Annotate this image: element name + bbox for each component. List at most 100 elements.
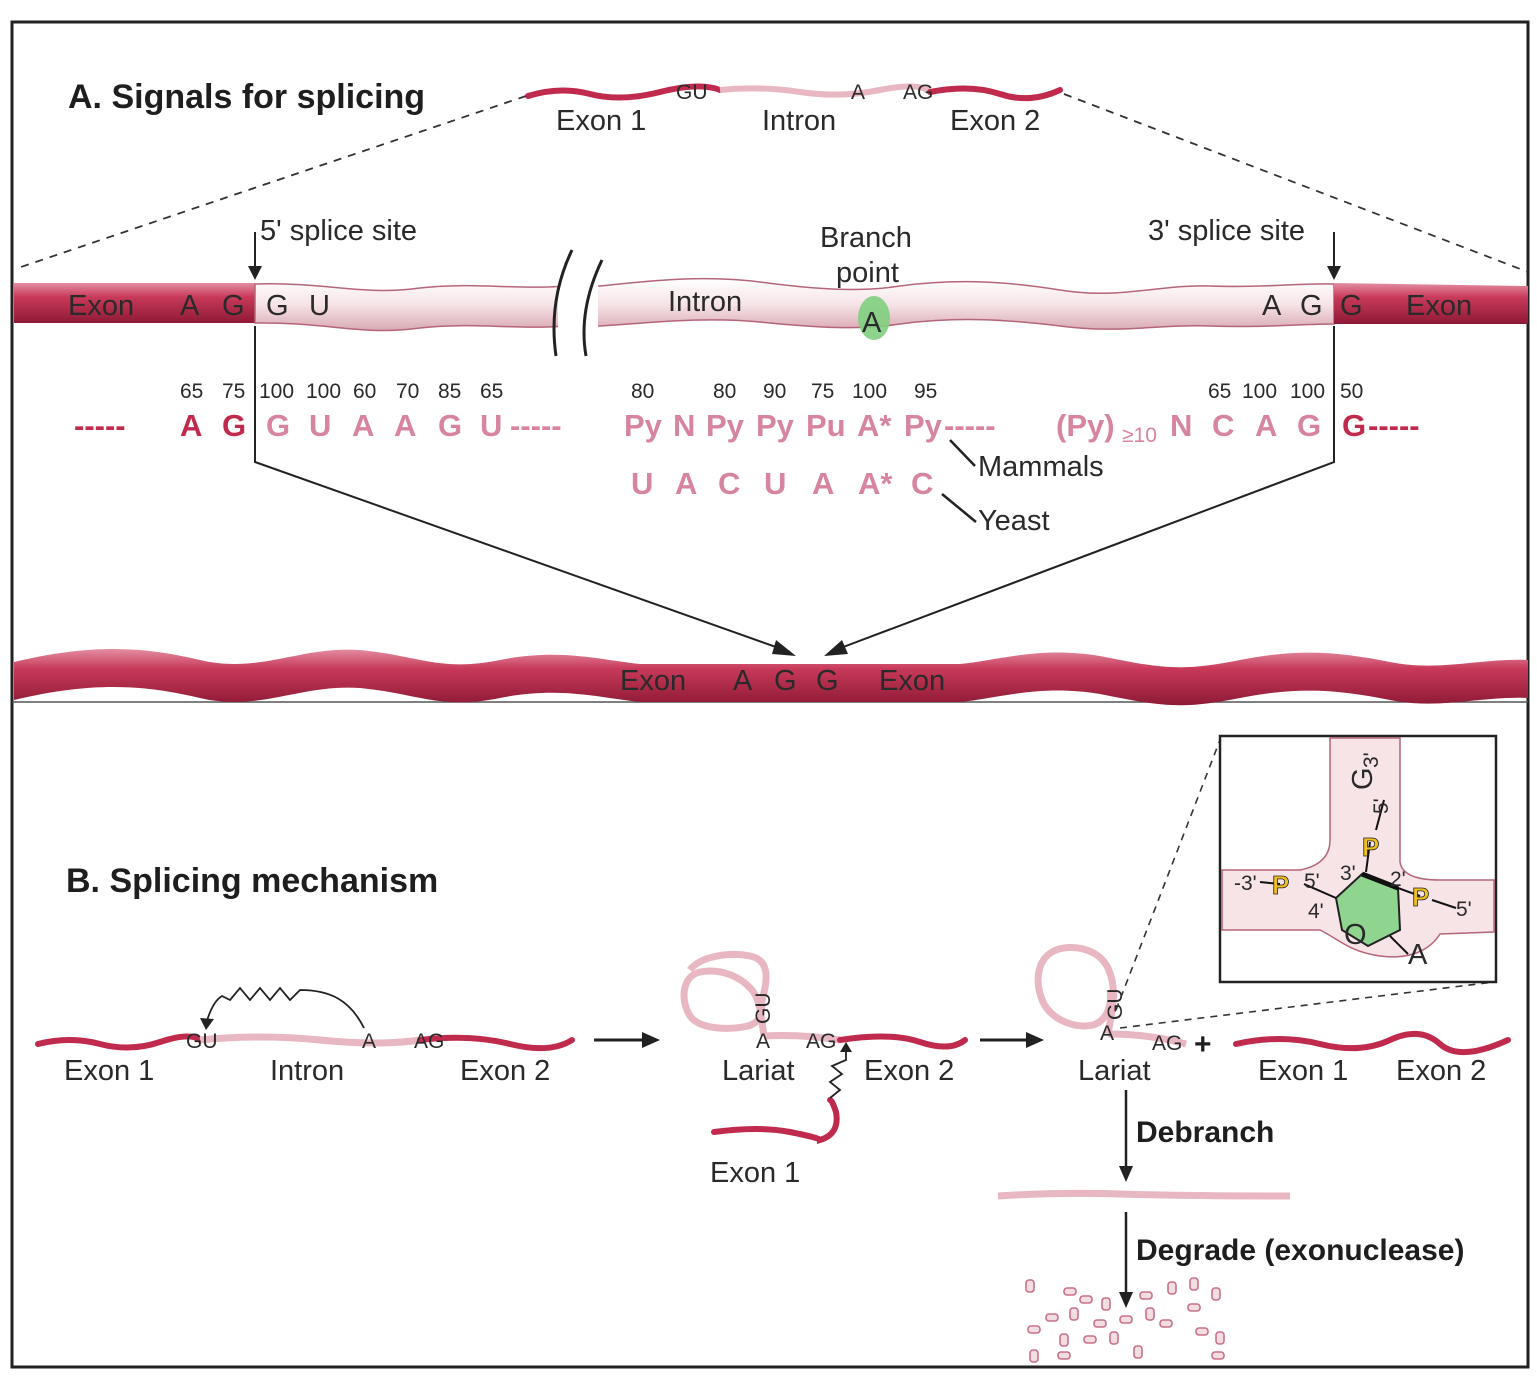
consensus-2: G — [266, 408, 290, 443]
pre-mrna-step: GU A AG Exon 1 Intron Exon 2 — [35, 986, 575, 1087]
consensus-16: ≥10 — [1122, 424, 1157, 447]
s2-exon1-label: Exon 1 — [710, 1157, 800, 1189]
attack-zigzag — [205, 986, 365, 1029]
s2-lariat-label: Lariat — [722, 1055, 795, 1087]
spliced-exon-right: Exon — [879, 665, 945, 697]
consensus-6: G — [438, 408, 462, 443]
right-junction-arrowhead — [824, 640, 848, 656]
mini-intron-label: Intron — [762, 105, 836, 137]
tube-branch-a: A — [862, 307, 882, 339]
pre-ag-label: AG — [414, 1030, 444, 1053]
yeast-3: U — [764, 466, 786, 501]
yeast-label: Yeast — [978, 505, 1050, 537]
right-junction-arrow — [829, 326, 1335, 653]
mammals-pointer — [949, 439, 976, 467]
s3-lariat-label: Lariat — [1078, 1055, 1151, 1087]
s3-ag-label: AG — [1152, 1032, 1182, 1055]
pct-5: 70 — [396, 380, 419, 403]
three-prime-site-arrowhead — [1327, 266, 1341, 280]
pct-6: 85 — [438, 380, 461, 403]
pre-gu-label: GU — [186, 1030, 218, 1053]
pct-7: 65 — [480, 380, 503, 403]
nucleotide-fragments — [1025, 1277, 1225, 1363]
inset-ring-o: O — [1344, 919, 1367, 951]
lariat-product: GU A AG Lariat + — [1034, 944, 1212, 1087]
tube-intron-label: Intron — [668, 286, 742, 318]
pre-exon2-label: Exon 2 — [460, 1055, 550, 1087]
consensus-13: A* — [857, 408, 892, 443]
tube-g2: G — [266, 290, 289, 322]
consensus-17: N — [1170, 408, 1192, 443]
inset-p-top: P — [1362, 832, 1379, 862]
tube-exon-left — [14, 283, 255, 323]
pre-intron-label: Intron — [270, 1055, 344, 1087]
inset-5-right: 5' — [1456, 898, 1472, 921]
pct-4: 60 — [353, 380, 376, 403]
yeast-6: C — [911, 466, 933, 501]
zoom-line-right — [1063, 93, 1529, 273]
s3-plus: + — [1194, 1028, 1212, 1061]
consensus-15: (Py) — [1056, 408, 1115, 443]
debranch-label: Debranch — [1136, 1116, 1274, 1149]
consensus-8: Py — [624, 408, 663, 443]
inset-5-top: 5' — [1370, 798, 1393, 814]
tube-g4: G — [1340, 290, 1363, 322]
pct-16: 100 — [1290, 380, 1325, 403]
pct-2: 100 — [259, 380, 294, 403]
tube-g1: G — [222, 290, 245, 322]
linear-intron — [997, 1189, 1291, 1200]
tube-exon-left-label: Exon — [68, 290, 134, 322]
consensus-sequence: ----- A G G U A A G U ----- Py N Py Py P… — [74, 408, 1420, 447]
s2-ag-label: AG — [806, 1030, 836, 1053]
second-attack-zigzag — [828, 1050, 847, 1099]
spliced-exon-left: Exon — [620, 665, 686, 697]
s2-gu-label: GU — [752, 993, 775, 1025]
yeast-4: A — [812, 466, 834, 501]
branch-point-highlight — [858, 296, 890, 340]
branch-point-label-1: Branch — [820, 222, 912, 254]
mini-a-label: A — [851, 81, 865, 104]
inset-p-right: P — [1412, 882, 1429, 912]
ligated-exons: Exon 1 Exon 2 — [1233, 1031, 1511, 1087]
left-junction-arrow — [254, 326, 791, 653]
s3-gu-label: GU — [1104, 989, 1127, 1021]
yeast-pointer — [941, 493, 977, 523]
consensus-12: Pu — [806, 408, 846, 443]
consensus-5: A — [394, 408, 416, 443]
pct-3: 100 — [306, 380, 341, 403]
tube-exon-right — [1334, 283, 1528, 324]
tube-g3: G — [1300, 290, 1323, 322]
consensus-18: C — [1212, 408, 1234, 443]
consensus-10: Py — [706, 408, 745, 443]
inset-g3-sub: 3' — [1360, 752, 1383, 768]
consensus-19: A — [1255, 408, 1277, 443]
inset-2prime: 2' — [1390, 868, 1406, 891]
spliced-g2: G — [816, 665, 839, 697]
consensus-0: A — [180, 408, 202, 443]
tube-break-line-right — [582, 259, 604, 357]
mini-gu-label: GU — [676, 81, 708, 104]
consensus-dash-mid: ----- — [510, 408, 562, 443]
pct-14: 65 — [1208, 380, 1231, 403]
inset-3-top: 3' — [1340, 862, 1356, 885]
pct-1: 75 — [222, 380, 245, 403]
inset-p-left: P — [1272, 870, 1289, 900]
mammals-label: Mammals — [978, 451, 1104, 483]
s2-exon2-label: Exon 2 — [864, 1055, 954, 1087]
tube-intron — [254, 277, 1335, 332]
lariat-intermediate: GU A AG Lariat Exon 2 Exon 1 — [680, 951, 968, 1189]
consensus-dash-left: ----- — [74, 408, 126, 443]
consensus-1: G — [222, 408, 246, 443]
consensus-9: N — [673, 408, 695, 443]
pct-11: 75 — [811, 380, 834, 403]
mini-exon2-label: Exon 2 — [950, 105, 1040, 137]
debranch-arrow — [1119, 1090, 1133, 1182]
five-prime-site-arrowhead — [248, 266, 262, 280]
tube-a1: A — [180, 290, 200, 322]
left-junction-arrowhead — [772, 640, 796, 656]
five-prime-splice-site-label: 5' splice site — [260, 215, 417, 247]
panel-b-title: B. Splicing mechanism — [66, 862, 438, 900]
inset-4prime: 4' — [1308, 900, 1324, 923]
inset-a: A — [1408, 939, 1428, 971]
consensus-7: U — [480, 408, 502, 443]
